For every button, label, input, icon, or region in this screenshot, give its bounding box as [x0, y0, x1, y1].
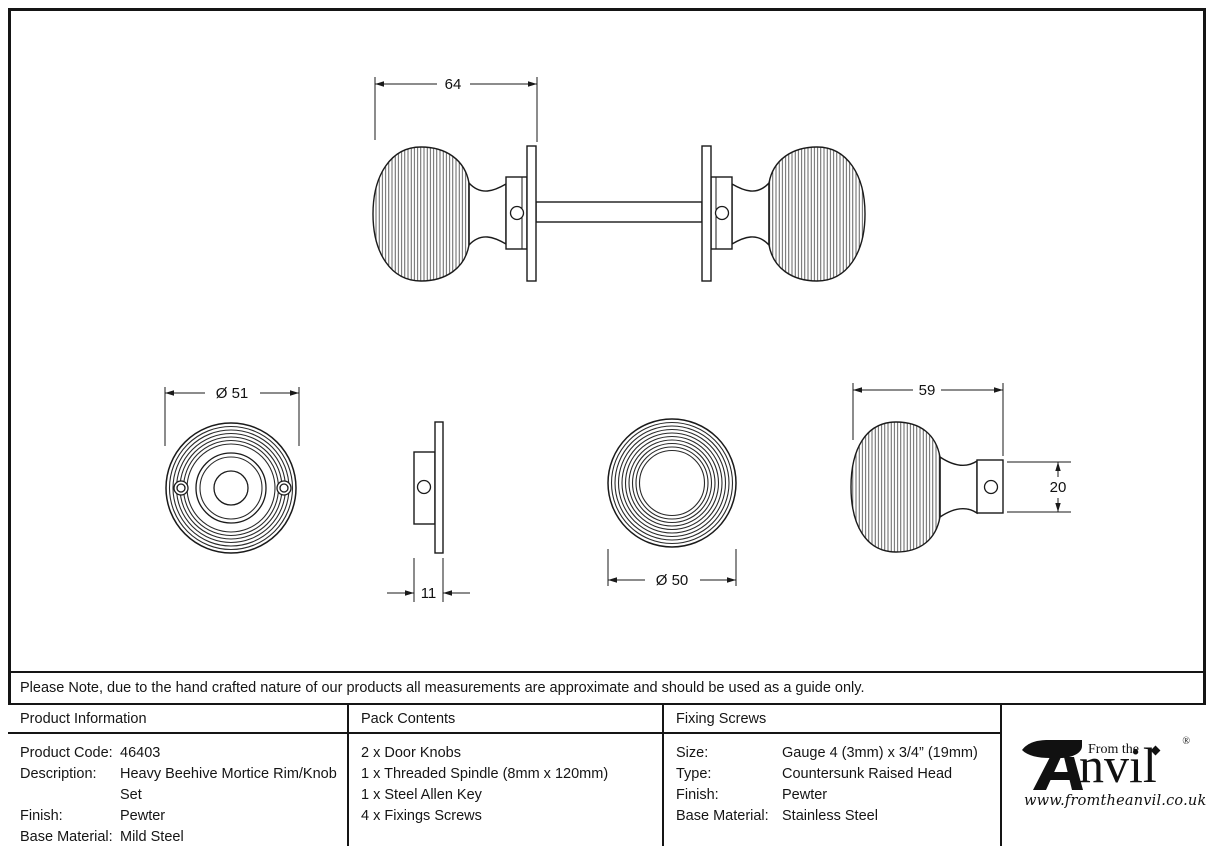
- row-label: Product Code:: [20, 745, 113, 761]
- product-information-header: Product Information: [8, 705, 347, 734]
- fixing-screws-column: Fixing Screws Size: Gauge 4 (3mm) x 3/4”…: [662, 705, 1000, 846]
- row-value: Mild Steel: [120, 829, 184, 845]
- row-value: Gauge 4 (3mm) x 3/4” (19mm): [782, 745, 978, 761]
- rose-diameter-label: Ø 51: [216, 385, 249, 402]
- knob-diameter-label: Ø 50: [656, 572, 689, 589]
- row-value: Pewter: [120, 808, 166, 824]
- dimension-64: 64: [374, 76, 538, 142]
- technical-drawing: 64 Ø 51: [164, 76, 1071, 602]
- table-row: Description: Heavy Beehive Mortice Rim/K…: [20, 764, 347, 806]
- list-item: 2 x Door Knobs: [361, 745, 461, 761]
- left-rose-plate: [526, 145, 537, 282]
- registered-mark: ®: [1182, 735, 1190, 747]
- row-label: Description:: [20, 766, 97, 782]
- dimension-d50: Ø 50: [607, 549, 737, 589]
- spindle: [535, 201, 703, 223]
- pack-contents-column: Pack Contents 2 x Door Knobs 1 x Threade…: [347, 705, 662, 846]
- note-bar: Please Note, due to the hand crafted nat…: [8, 671, 1206, 703]
- side-knob-screw: [983, 479, 999, 495]
- side-knob-neck: [939, 455, 978, 519]
- side-knob: [850, 421, 941, 553]
- dimension-11: 11: [387, 558, 470, 602]
- fixing-screws-header: Fixing Screws: [664, 705, 1000, 734]
- note-text: Please Note, due to the hand crafted nat…: [20, 680, 865, 696]
- row-label: Base Material:: [20, 829, 113, 845]
- row-label: Size:: [676, 745, 709, 761]
- left-knob: [372, 146, 470, 282]
- table-row: Finish: Pewter: [20, 806, 347, 827]
- right-knob-neck: [731, 181, 770, 247]
- row-value: Pewter: [782, 787, 828, 803]
- brand-cell: From the nvil ® www.fromtheanvil.co.uk: [1000, 705, 1206, 846]
- left-knob-neck: [468, 181, 507, 247]
- rose-front-view: Ø 51: [164, 385, 300, 554]
- logo-website: www.fromtheanvil.co.uk: [1024, 792, 1207, 809]
- row-label: Finish:: [20, 808, 63, 824]
- knob-side-view: 59 20: [850, 382, 1071, 553]
- dimension-20: 20: [1007, 461, 1071, 513]
- table-row: Product Code: 46403: [20, 743, 347, 764]
- rose-side-screw: [416, 479, 432, 495]
- table-row: Finish: Pewter: [676, 785, 1000, 806]
- row-value: 46403: [120, 745, 161, 761]
- rose-depth-label: 11: [421, 585, 437, 602]
- table-row: Base Material: Mild Steel: [20, 827, 347, 848]
- from-the-anvil-logo: From the nvil ® www.fromtheanvil.co.uk: [1022, 736, 1206, 812]
- table-row: Type: Countersunk Raised Head: [676, 764, 1000, 785]
- anvil-icon: [1022, 739, 1083, 790]
- knob-length-label: 59: [919, 382, 936, 399]
- dimension-59: 59: [852, 382, 1004, 456]
- logo-from-the: From the: [1088, 741, 1139, 757]
- list-item: 1 x Threaded Spindle (8mm x 120mm): [361, 766, 609, 782]
- knob-front-view: Ø 50: [607, 418, 737, 589]
- left-grub-screw: [509, 205, 525, 221]
- row-label: Finish:: [676, 787, 719, 803]
- row-label: Base Material:: [676, 808, 769, 824]
- product-information-column: Product Information Product Code: 46403 …: [8, 705, 347, 846]
- collar-height-label: 20: [1050, 479, 1067, 496]
- right-rose-plate: [701, 145, 712, 282]
- right-grub-screw: [714, 205, 730, 221]
- right-knob: [768, 146, 866, 282]
- table-row: Size: Gauge 4 (3mm) x 3/4” (19mm): [676, 743, 1000, 764]
- assembly-drawing: 64: [372, 76, 866, 282]
- table-row: Base Material: Stainless Steel: [676, 806, 1000, 827]
- rose-side-view: 11: [387, 421, 470, 602]
- row-value: Stainless Steel: [782, 808, 878, 824]
- row-value: Countersunk Raised Head: [782, 766, 953, 782]
- spindle-hole: [213, 470, 249, 506]
- rose-side-plate: [434, 421, 444, 554]
- assembly-width-label: 64: [445, 76, 462, 93]
- row-value: Heavy Beehive Mortice Rim/Knob Set: [120, 766, 337, 803]
- spec-table: Product Information Product Code: 46403 …: [8, 703, 1206, 846]
- pack-contents-header: Pack Contents: [349, 705, 662, 734]
- dimension-d51: Ø 51: [164, 385, 300, 446]
- list-item: 4 x Fixings Screws: [361, 808, 482, 824]
- logo-name: nvil: [1079, 736, 1157, 793]
- list-item: 1 x Steel Allen Key: [361, 787, 482, 803]
- row-label: Type:: [676, 766, 712, 782]
